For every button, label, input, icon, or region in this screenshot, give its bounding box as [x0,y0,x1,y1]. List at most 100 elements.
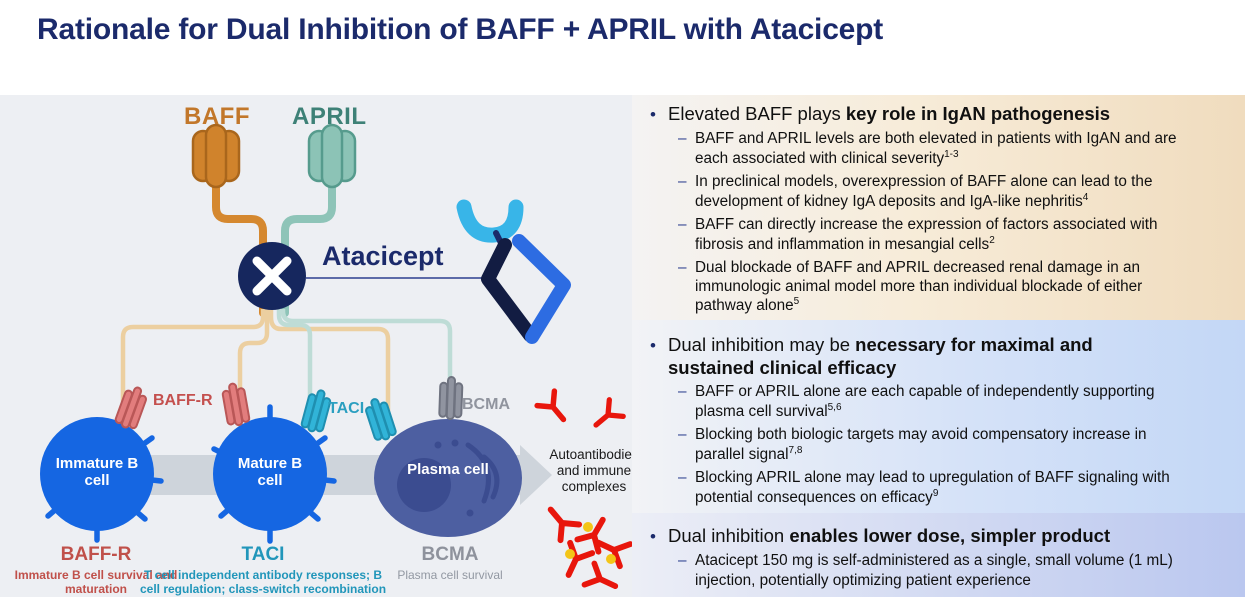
sub-bullet: – Atacicept 150 mg is self-administered … [678,552,1237,591]
dash-marker: – [678,258,687,276]
main-bullet-text: Dual inhibition enables lower dose, simp… [668,525,1110,548]
bullet-marker: • [650,105,656,124]
immature-bcell-shape [40,417,164,543]
bcma-receptor-label: BCMA [462,396,510,413]
inhibition-x-icon [238,242,306,310]
legend-bcma: BCMA Plasma cell survival [365,544,535,582]
sub-bullet: – Blocking APRIL alone may lead to upreg… [678,469,1237,508]
reference-superscript: 4 [1082,191,1089,203]
dash-marker: – [678,129,687,147]
page-title: Rationale for Dual Inhibition of BAFF + … [37,13,884,46]
legend-baffr-desc: Immature B cell survival and maturation [14,567,178,597]
bcma-receptor-icon [438,376,464,421]
immature-bcell-label: Immature B cell [55,455,139,490]
plasma-cell-label: Plasma cell [407,461,489,478]
sub-bullet-text: Dual blockade of BAFF and APRIL decrease… [695,259,1187,317]
main-bullet: • Dual inhibition may be necessary for m… [650,334,1237,379]
section-lower-dose: • Dual inhibition enables lower dose, si… [632,513,1245,597]
dash-marker: – [678,551,687,569]
reference-superscript: 5 [793,296,800,308]
baff-to-immature-line [120,309,266,411]
sub-text: BAFF can directly increase the expressio… [695,215,1158,253]
dash-marker: – [678,383,687,401]
sub-text: BAFF or APRIL alone are each capable of … [695,383,1155,421]
dash-marker: – [678,172,687,190]
main-bullet: • Elevated BAFF plays key role in IgAN p… [650,103,1237,126]
main-pre: Dual inhibition may be [668,334,856,355]
reference-superscript: 1-3 [944,148,959,160]
autoantibodies-label: Autoantibodies and immune complexes [549,447,639,495]
legend-taci: TACI T cell independent antibody respons… [138,544,388,597]
april-to-taci-line [276,309,313,415]
baff-to-mature-line [237,309,270,409]
diagram-panel: BAFF APRIL Atacicept BAFF-R TACI BCMA Im… [0,95,639,597]
taci-receptor-icon [365,398,397,441]
sub-bullet: – BAFF or APRIL alone are each capable o… [678,383,1237,422]
sub-text: Dual blockade of BAFF and APRIL decrease… [695,258,1143,315]
dash-marker: – [678,469,687,487]
section-pathogenesis: • Elevated BAFF plays key role in IgAN p… [632,95,1245,320]
legend-baffr-name: BAFF-R [60,544,132,565]
baff-label: BAFF [184,103,250,130]
sub-bullet: – Dual blockade of BAFF and APRIL decrea… [678,259,1237,317]
baffr-receptor-icon [221,382,251,427]
sub-bullet-text: Blocking APRIL alone may lead to upregul… [695,469,1187,508]
sub-bullet-text: Blocking both biologic targets may avoid… [695,426,1187,465]
april-label: APRIL [292,103,367,130]
taci-receptor-label: TACI [328,400,365,417]
bullet-marker: • [650,527,656,546]
main-bold: key role in IgAN pathogenesis [845,103,1111,124]
legend-taci-name: TACI [241,544,285,565]
baffr-receptor-label: BAFF-R [153,392,213,409]
sub-text: Blocking both biologic targets may avoid… [695,426,1147,464]
main-pre: Elevated BAFF plays [668,103,846,124]
sub-bullet-text: BAFF can directly increase the expressio… [695,216,1187,255]
sub-bullet: – In preclinical models, overexpression … [678,173,1237,212]
atacicept-label: Atacicept [322,241,444,271]
baffr-receptor-icon [114,386,148,430]
main-bullet-text: Elevated BAFF plays key role in IgAN pat… [668,103,1110,126]
mature-bcell-label: Mature B cell [237,455,303,490]
antibody-icon [534,388,632,590]
baff-ligand-icon [191,123,241,189]
baff-to-plasma-line [268,309,391,423]
main-bullet: • Dual inhibition enables lower dose, si… [650,525,1237,548]
reference-superscript: 2 [989,234,995,246]
april-signal-line [281,183,336,317]
atacicept-molecule-icon [456,199,571,344]
main-pre: Dual inhibition [668,525,790,546]
plasma-cell-shape [374,419,522,537]
april-ligand-icon [307,123,357,189]
sub-bullet: – Blocking both biologic targets may avo… [678,426,1237,465]
sub-text: BAFF and APRIL levels are both elevated … [695,129,1177,167]
taci-receptor-icon [300,389,332,433]
legend-taci-desc: T cell independent antibody responses; B… [139,567,387,597]
legend-bcma-desc: Plasma cell survival [397,567,503,582]
baff-signal-line [212,183,267,317]
sub-text: In preclinical models, overexpression of… [695,172,1153,210]
immune-complex-icon [565,522,616,564]
reference-superscript: 9 [932,488,939,500]
pathway-diagram [40,123,632,590]
april-to-bcma-line [280,309,453,397]
sub-bullet-text: BAFF or APRIL alone are each capable of … [695,383,1187,422]
legend-bcma-name: BCMA [421,544,479,565]
bullet-marker: • [650,336,656,355]
section-dual-inhibition-efficacy: • Dual inhibition may be necessary for m… [632,320,1245,513]
sub-text: Blocking APRIL alone may lead to upregul… [695,469,1170,507]
sub-bullet-text: In preclinical models, overexpression of… [695,173,1187,212]
sub-bullet: – BAFF can directly increase the express… [678,216,1237,255]
sub-text: Atacicept 150 mg is self-administered as… [695,551,1173,589]
dash-marker: – [678,215,687,233]
reference-superscript: 7,8 [788,445,803,457]
sub-bullet-text: BAFF and APRIL levels are both elevated … [695,130,1187,169]
rationale-panel: • Elevated BAFF plays key role in IgAN p… [632,95,1245,597]
sub-bullet-text: Atacicept 150 mg is self-administered as… [695,552,1187,591]
main-bullet-text: Dual inhibition may be necessary for max… [668,334,1150,379]
main-bold: enables lower dose, simpler product [789,525,1111,546]
sub-bullet: – BAFF and APRIL levels are both elevate… [678,130,1237,169]
reference-superscript: 5,6 [827,402,842,414]
dash-marker: – [678,426,687,444]
legend-baffr: BAFF-R Immature B cell survival and matu… [11,544,181,597]
